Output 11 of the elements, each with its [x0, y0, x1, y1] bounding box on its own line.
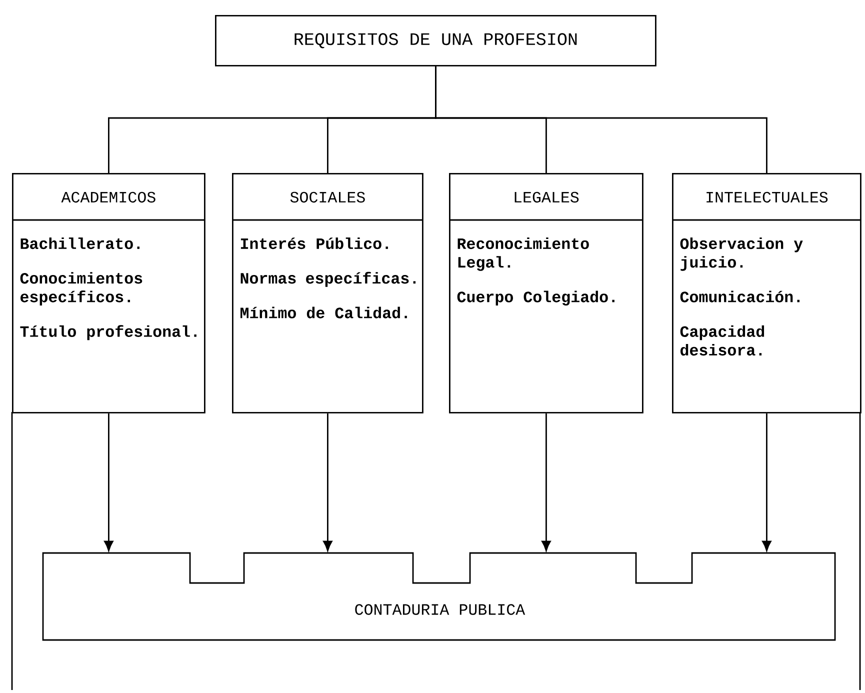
arrow [762, 413, 772, 552]
notched-box: CONTADURIA PUBLICA [42, 552, 836, 641]
requirement-box: LEGALES Reconocimiento Legal. Cuerpo Colegiado. [449, 173, 644, 414]
arrow [542, 413, 551, 552]
requirement-box: SOCIALES Interés Público. Normas específicas. Mínimo de Calidad. [232, 173, 424, 414]
arrow [323, 413, 332, 552]
arrow [104, 413, 114, 552]
requirement-box: INTELECTUALES Observacion y juicio. Comunicación. Capacidad desisora. [672, 173, 862, 414]
connector-line [435, 66, 768, 173]
requirement-box: ACADEMICOS Bachillerato. Conocimientos específicos. Título profesional. [12, 173, 206, 414]
title-box: REQUISITOS DE UNA PROFESION [215, 15, 656, 66]
